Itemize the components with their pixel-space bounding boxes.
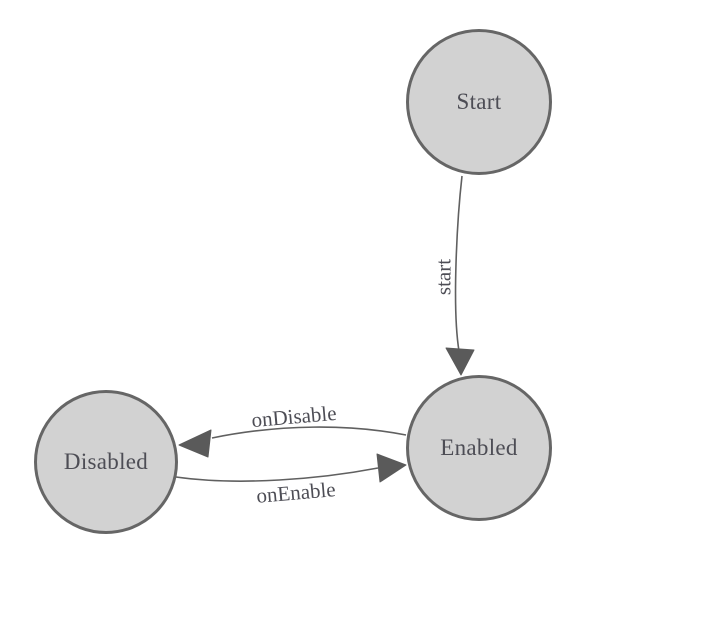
arrowhead-start-to-enabled-icon[interactable] [445, 347, 475, 376]
state-node-disabled-label: Disabled [63, 449, 149, 474]
edge-label-start: start [431, 258, 456, 296]
edge-label-ondisable: onDisable [250, 400, 338, 433]
state-node-enabled-label: Enabled [440, 435, 518, 460]
edge-enabled-to-disabled[interactable] [211, 426, 407, 439]
state-node-start-label: Start [456, 89, 502, 114]
arrowhead-disabled-to-enabled-icon[interactable] [376, 453, 407, 483]
arrowhead-enabled-to-disabled-icon[interactable] [178, 429, 212, 458]
edge-label-onenable: onEnable [255, 477, 337, 508]
state-node-enabled[interactable]: Enabled [406, 375, 552, 521]
state-node-start[interactable]: Start [406, 29, 552, 175]
edge-disabled-to-enabled[interactable] [175, 467, 379, 482]
state-node-disabled[interactable]: Disabled [34, 390, 178, 534]
edge-start-to-enabled[interactable] [454, 175, 463, 352]
